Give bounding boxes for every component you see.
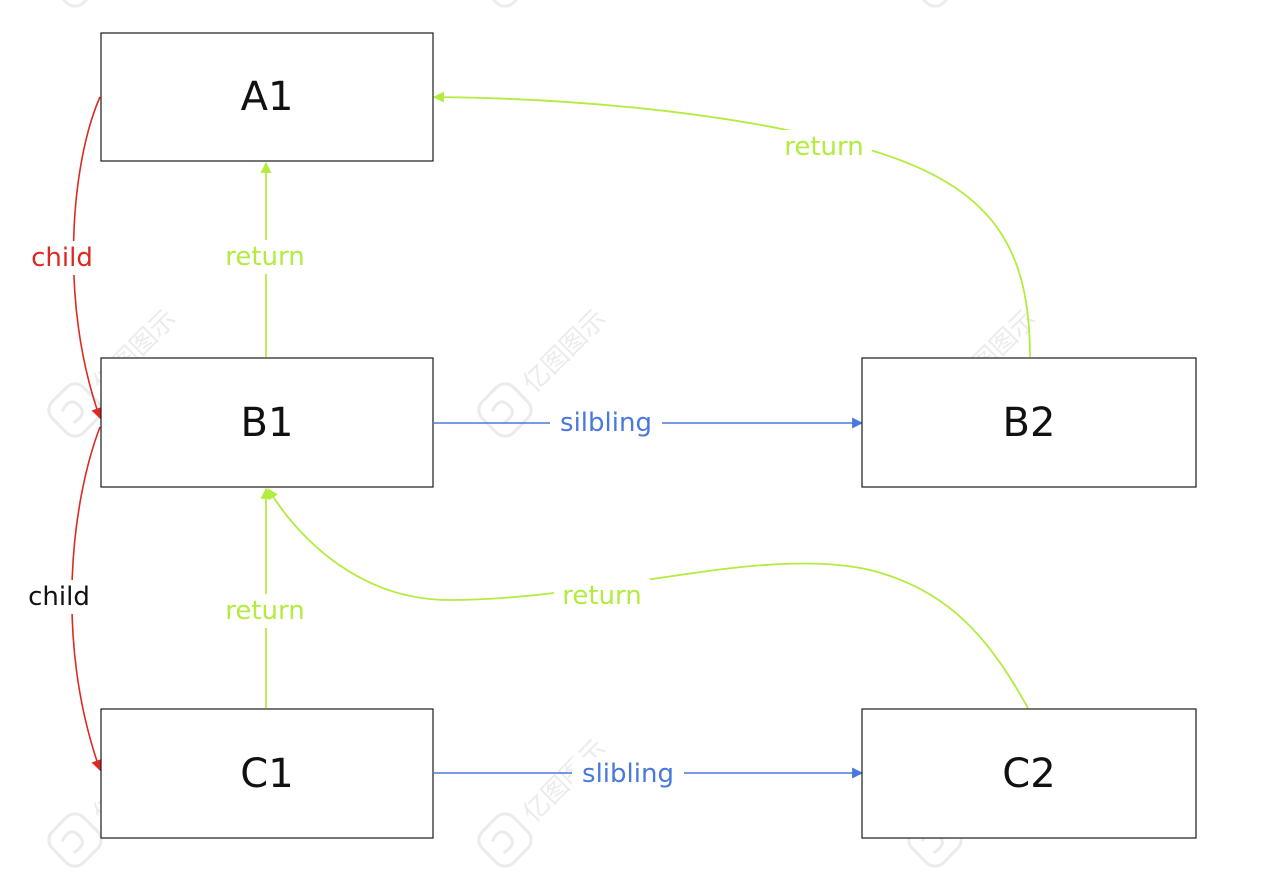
edge-child-a1-b1 xyxy=(72,96,102,420)
watermark xyxy=(907,0,963,8)
edge-child-b1-c1 xyxy=(71,426,102,772)
edge-labels-layer: child child return return return return … xyxy=(20,130,872,791)
node-c1-label: C1 xyxy=(240,751,293,797)
watermark xyxy=(47,0,103,8)
svg-text:亿图图示: 亿图图示 xyxy=(518,304,613,399)
edge-label-sibling-b1-b2: silbling xyxy=(560,408,652,438)
edge-label-return-b1-a1: return xyxy=(225,242,305,272)
node-b2: B2 xyxy=(861,357,1197,488)
node-b2-label: B2 xyxy=(1003,400,1056,446)
edge-label-child-b1-c1: child xyxy=(28,582,90,612)
node-a1-label: A1 xyxy=(241,74,294,120)
node-c2-label: C2 xyxy=(1002,751,1055,797)
node-b1-label: B1 xyxy=(241,400,294,446)
node-c2: C2 xyxy=(861,708,1197,839)
edge-label-return-b2-a1: return xyxy=(784,132,864,162)
edge-label-child-a1-b1: child xyxy=(31,243,93,273)
edge-return-c2-b1 xyxy=(267,488,1029,709)
watermark xyxy=(477,0,533,8)
edge-label-return-c1-b1: return xyxy=(225,596,305,626)
edge-label-sibling-c1-c2: slibling xyxy=(582,759,674,789)
node-b1: B1 xyxy=(100,357,434,488)
edge-label-return-c2-b1: return xyxy=(562,581,642,611)
node-c1: C1 xyxy=(100,708,434,839)
watermark: 亿图图示 xyxy=(477,734,612,868)
node-a1: A1 xyxy=(100,32,434,162)
edge-return-b2-a1 xyxy=(432,91,1031,358)
